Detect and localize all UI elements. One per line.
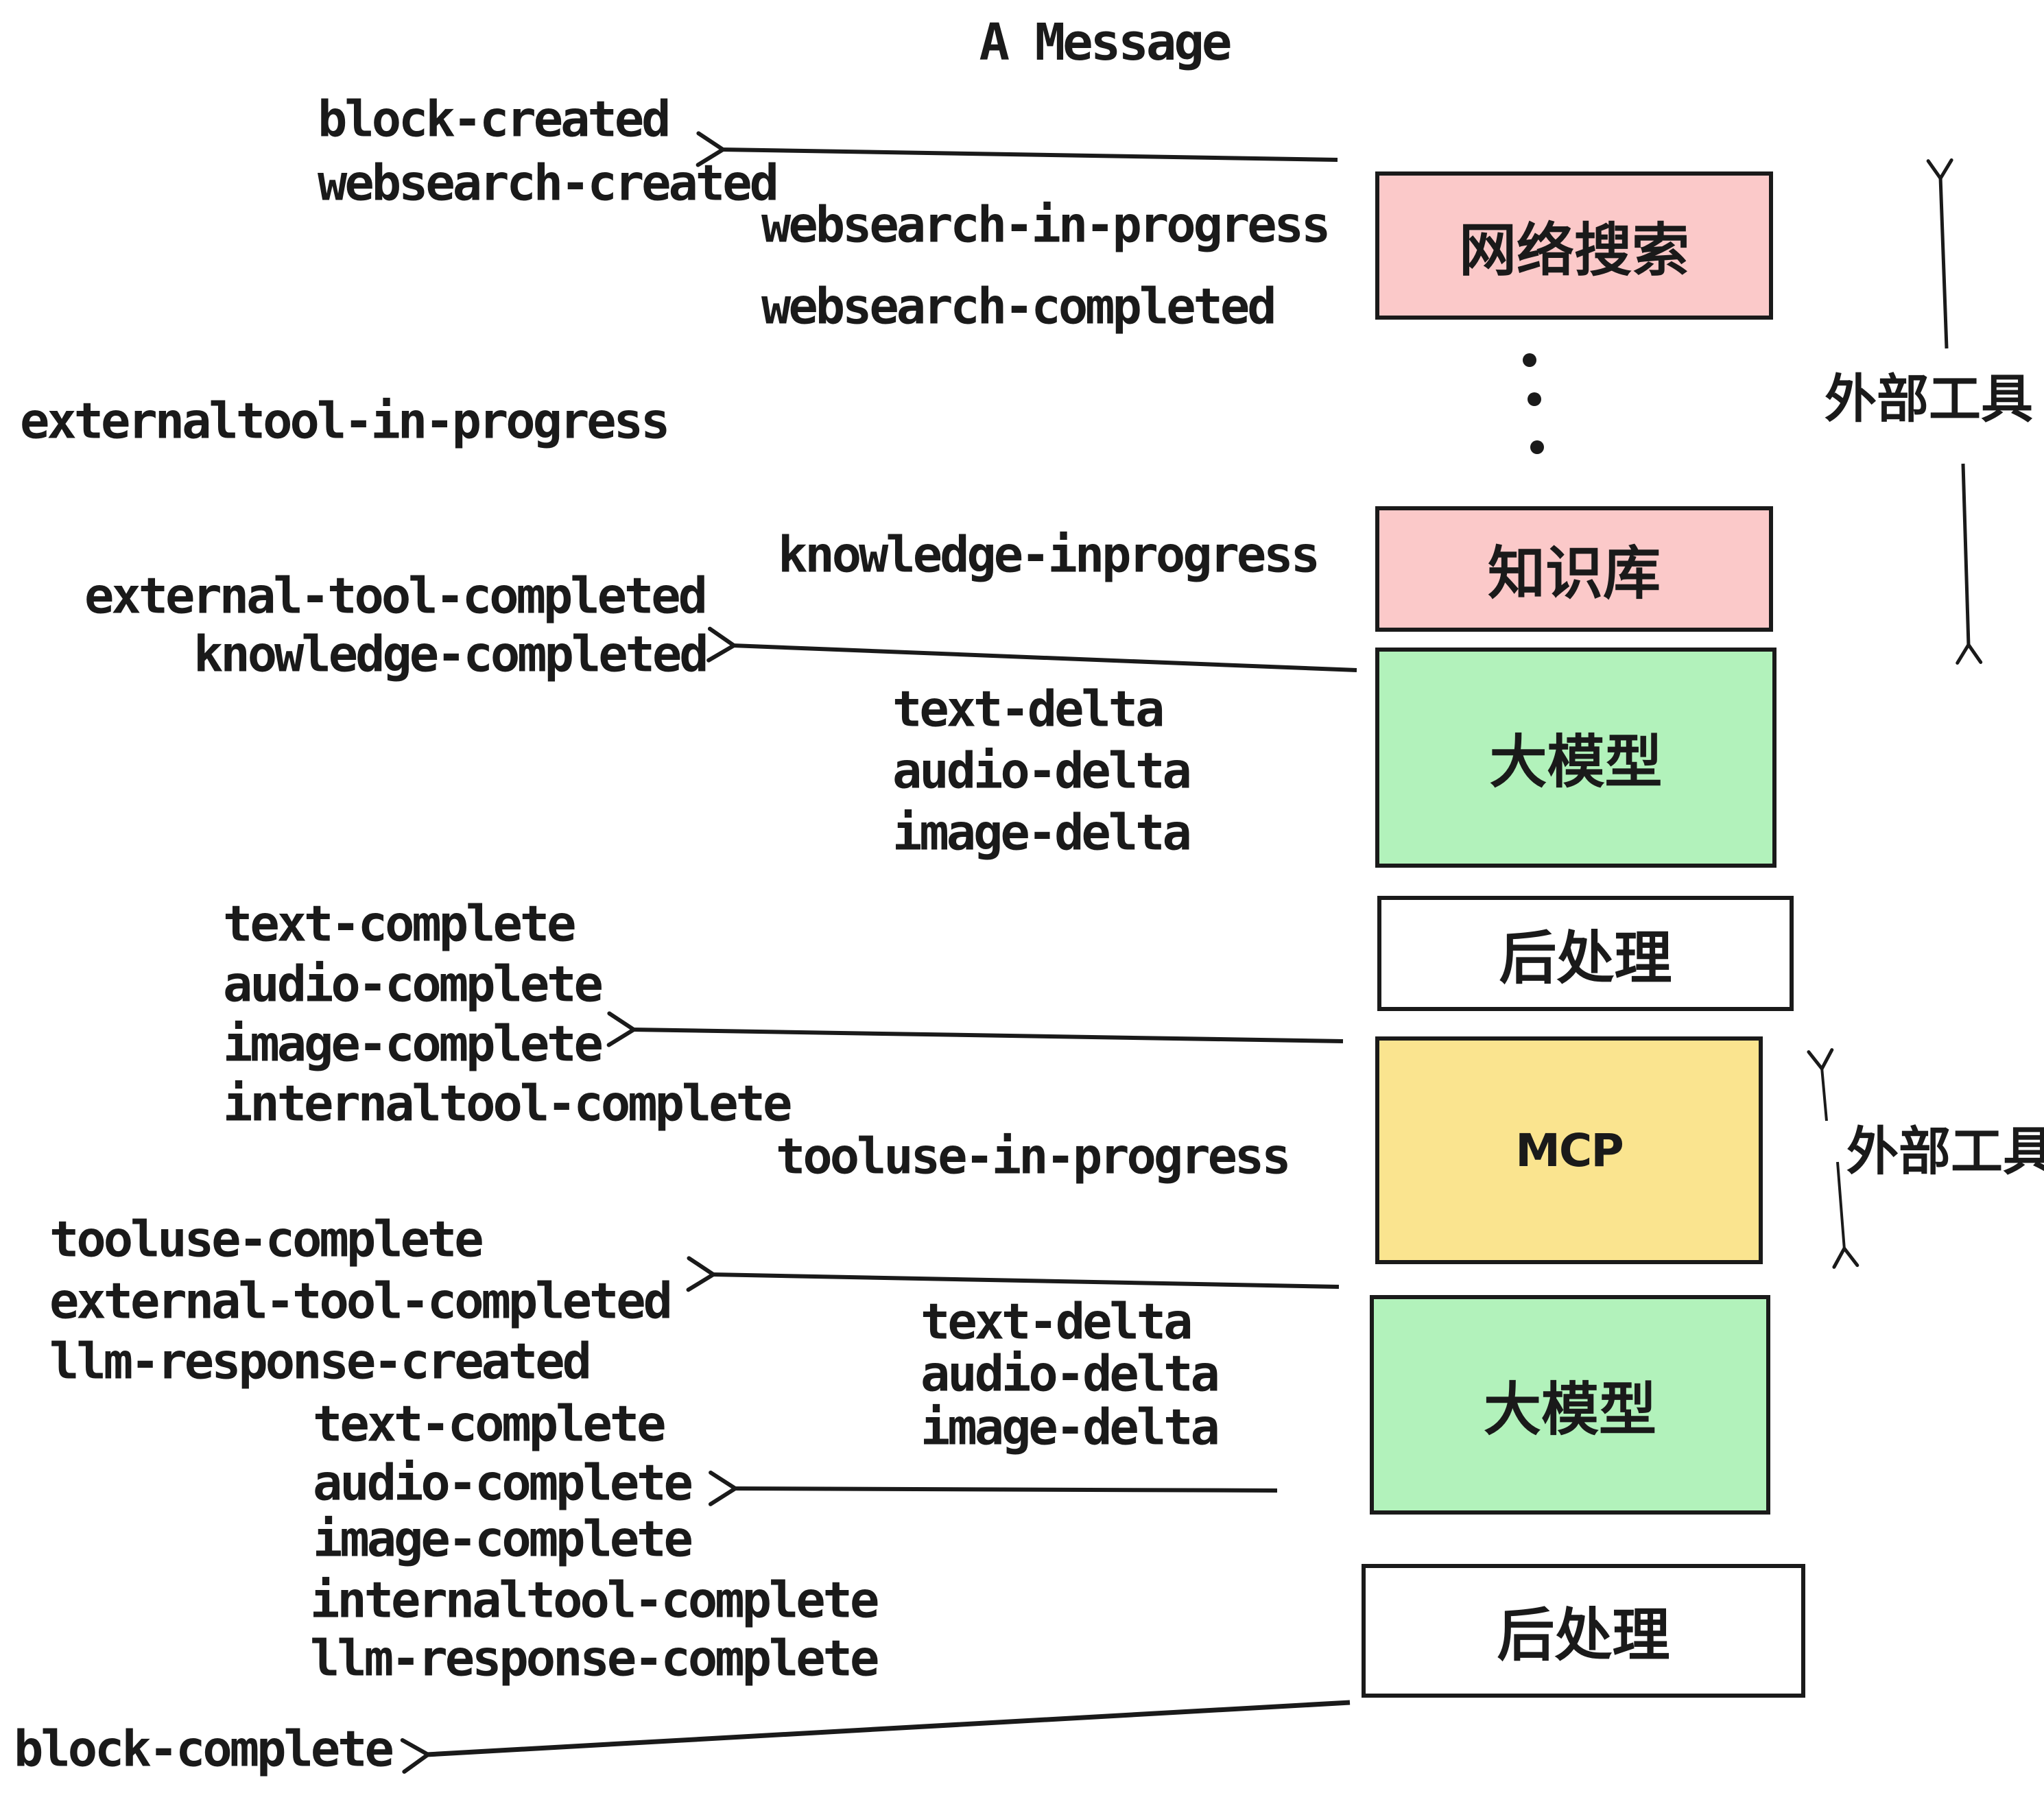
event-audio-delta-1: audio-delta [892, 741, 1192, 800]
box-llm-1-label: 大模型 [1489, 728, 1663, 796]
event-tooluse-in-progress: tooluse-in-progress [776, 1127, 1292, 1185]
box-mcp-label: MCP [1515, 1124, 1624, 1177]
event-text-delta-1: text-delta [892, 680, 1165, 738]
event-llm-response-created: llm-response-created [49, 1332, 592, 1390]
event-block-complete: block-complete [14, 1720, 394, 1778]
event-image-complete-2: image-complete [313, 1510, 693, 1568]
box-postprocess-1-label: 后处理 [1499, 924, 1672, 992]
box-llm-2-label: 大模型 [1483, 1375, 1656, 1443]
event-audio-complete-2: audio-complete [313, 1453, 693, 1512]
box-llm-1: 大模型 [1375, 648, 1776, 868]
event-image-delta-1: image-delta [892, 803, 1192, 862]
side-label-external-tools-bottom: 外部工具 [1846, 1121, 2044, 1182]
event-external-tool-completed-2: external-tool-completed [49, 1272, 673, 1330]
box-postprocess-1: 后处理 [1377, 896, 1794, 1011]
box-postprocess-2: 后处理 [1362, 1564, 1805, 1698]
event-knowledge-inprogress: knowledge-inprogress [778, 525, 1320, 584]
box-mcp: MCP [1375, 1036, 1763, 1264]
event-text-delta-2: text-delta [920, 1292, 1193, 1351]
arrow-external-tools-up [1926, 158, 1953, 349]
event-text-complete-2: text-complete [313, 1394, 667, 1453]
vertical-ellipsis-icon [1523, 353, 1544, 454]
box-websearch: 网络搜索 [1375, 171, 1773, 320]
event-internaltool-complete-1: internaltool-complete [223, 1074, 792, 1132]
arrow-mcp-to-tooluse-complete [686, 1256, 1340, 1292]
arrow-postprocess2-to-block-complete [400, 1700, 1351, 1774]
arrow-mcp-external-down [1832, 1161, 1859, 1269]
event-image-complete-1: image-complete [223, 1014, 604, 1073]
event-audio-delta-2: audio-delta [920, 1344, 1220, 1403]
event-llm-response-complete: llm-response-complete [310, 1629, 879, 1687]
event-audio-complete-1: audio-complete [223, 955, 604, 1013]
arrow-postprocess1-to-completes [606, 1011, 1344, 1047]
event-websearch-in-progress: websearch-in-progress [761, 195, 1331, 254]
box-postprocess-2-label: 后处理 [1497, 1602, 1670, 1669]
box-websearch-label: 网络搜索 [1458, 216, 1689, 284]
box-knowledge: 知识库 [1375, 506, 1773, 632]
event-websearch-completed: websearch-completed [761, 277, 1277, 335]
event-external-tool-completed-1: external-tool-completed [84, 567, 708, 625]
event-text-complete-1: text-complete [223, 894, 577, 953]
event-tooluse-complete: tooluse-complete [49, 1210, 484, 1268]
event-image-delta-2: image-delta [920, 1398, 1220, 1456]
box-knowledge-label: 知识库 [1487, 540, 1661, 607]
event-block-created: block-created [318, 90, 672, 148]
arrow-websearch-to-block-created [696, 131, 1338, 167]
arrow-llm2-to-audio-complete [708, 1470, 1278, 1506]
event-knowledge-completed: knowledge-completed [193, 625, 709, 683]
event-externaltool-in-progress: externaltool-in-progress [20, 392, 670, 450]
arrow-knowledge-to-knowledge-completed [706, 626, 1357, 672]
box-llm-2: 大模型 [1370, 1295, 1770, 1515]
arrow-external-tools-down [1956, 463, 1983, 665]
event-internaltool-complete-2: internaltool-complete [310, 1571, 879, 1629]
event-websearch-created: websearch-created [318, 154, 779, 212]
diagram-title: A Message [979, 13, 1233, 72]
arrow-mcp-external-up [1807, 1048, 1834, 1121]
side-label-external-tools-top: 外部工具 [1825, 368, 2033, 429]
